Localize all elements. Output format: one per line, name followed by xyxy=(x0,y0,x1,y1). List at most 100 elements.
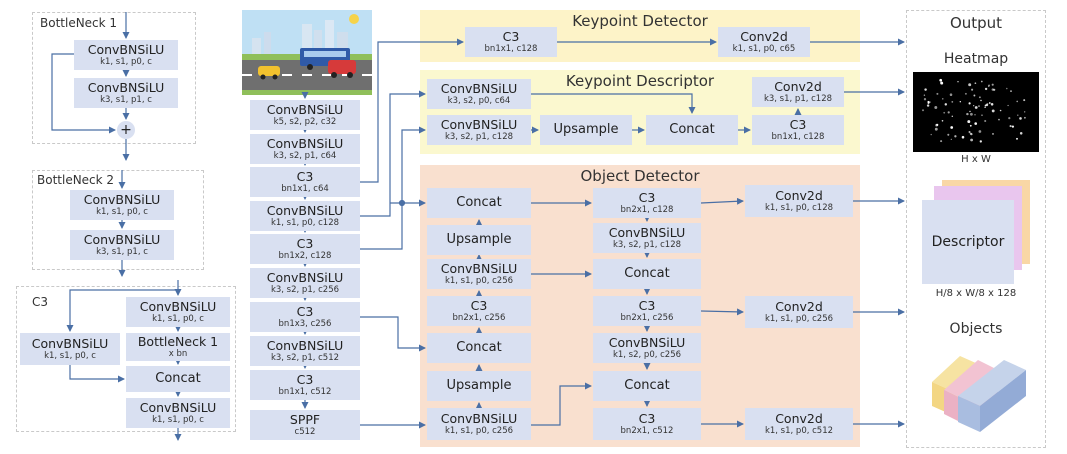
bottleneck2-conv2-params: k3, s1, p1, c xyxy=(96,247,148,257)
od-head-2-title: Conv2d xyxy=(775,299,823,314)
arrow-55 xyxy=(700,308,744,316)
heatmap-point xyxy=(934,106,938,109)
kp-desc-upsample: Upsample xyxy=(540,115,632,145)
heatmap-point xyxy=(984,106,986,108)
backbone-c3-1-params: bn1x1, c64 xyxy=(281,184,329,194)
heatmap-point xyxy=(1007,104,1009,107)
heatmap-point xyxy=(1011,125,1015,128)
heatmap-point xyxy=(939,78,943,82)
kp-desc-conv2d-title: Conv2d xyxy=(774,79,822,94)
heatmap-point xyxy=(987,103,989,105)
heatmap-point xyxy=(1017,114,1019,116)
kp-desc-conv1-title: ConvBNSiLU xyxy=(440,81,518,96)
bottleneck1-conv1-params: k1, s1, p0, c xyxy=(100,57,152,67)
heatmap-point xyxy=(1024,116,1026,119)
heatmap-point xyxy=(954,135,957,138)
od-head-3-params: k1, s1, p0, c512 xyxy=(764,426,834,436)
od-upsample-1-title: Upsample xyxy=(446,232,512,247)
heatmap-point xyxy=(969,112,973,116)
heatmap-point xyxy=(969,110,971,113)
bottleneck1-title: BottleNeck 1 xyxy=(40,16,118,30)
bottleneck1-conv1-title: ConvBNSiLU xyxy=(87,42,165,57)
arrow-14 xyxy=(69,365,125,383)
kp-det-c3-title: C3 xyxy=(502,29,520,44)
od-concat-1-title: Concat xyxy=(456,195,502,210)
backbone-c3-3-params: bn1x3, c256 xyxy=(278,319,332,329)
heatmap-point xyxy=(973,94,976,97)
heatmap-point xyxy=(968,102,971,105)
heatmap-point xyxy=(969,132,972,135)
backbone-conv4-params: k3, s2, p1, c256 xyxy=(270,285,340,295)
kp-desc-conv1-params: k3, s2, p0, c64 xyxy=(447,96,511,106)
heatmap-point xyxy=(974,106,978,109)
descriptor-size: H/8 x W/8 x 128 xyxy=(935,288,1017,299)
heatmap-point xyxy=(923,98,927,101)
heatmap-point xyxy=(934,127,938,131)
heatmap-point xyxy=(999,109,1002,112)
arrow-25 xyxy=(360,38,464,183)
c3-concat-title: Concat xyxy=(155,371,201,386)
heatmap-point xyxy=(961,135,965,139)
od-upsample-2: Upsample xyxy=(427,371,531,401)
arrow-27 xyxy=(360,126,426,250)
heatmap-point xyxy=(1006,87,1008,90)
backbone-c3-3-title: C3 xyxy=(296,304,314,319)
kp-det-conv2d-title: Conv2d xyxy=(740,29,788,44)
heatmap-point xyxy=(980,80,983,83)
c3-panel xyxy=(16,286,236,432)
descriptor-label: Descriptor xyxy=(931,234,1005,250)
heatmap-point xyxy=(959,101,961,103)
kp-desc-c3-title: C3 xyxy=(789,117,807,132)
backbone-conv3-params: k1, s1, p0, c128 xyxy=(270,218,340,228)
od-concat-a: Concat xyxy=(593,259,701,289)
od-head-3-title: Conv2d xyxy=(775,411,823,426)
heatmap-point xyxy=(988,85,990,87)
kp-desc-concat: Concat xyxy=(646,115,738,145)
heatmap-point xyxy=(984,87,988,91)
arrow-54 xyxy=(700,197,744,205)
kp-det-conv2d-params: k1, s1, p0, c65 xyxy=(732,44,796,54)
od-conv-b-params: k1, s2, p0, c256 xyxy=(612,350,682,360)
heatmap-point xyxy=(980,99,982,102)
od-conv-a-params: k3, s2, p1, c128 xyxy=(612,240,682,250)
heatmap-point xyxy=(1009,125,1012,128)
heatmap-point xyxy=(949,93,953,96)
od-head-1-title: Conv2d xyxy=(775,188,823,203)
heatmap-point xyxy=(926,104,930,107)
od-conv-b-title: ConvBNSiLU xyxy=(608,335,686,350)
input-road-image xyxy=(242,10,372,95)
arrow-13 xyxy=(66,289,178,332)
arrow-37 xyxy=(360,316,426,352)
heatmap-point xyxy=(974,122,978,125)
heatmap-point xyxy=(1024,111,1026,113)
od-concat-1: Concat xyxy=(427,188,531,218)
add-symbol: + xyxy=(120,122,132,138)
c3-conv-out-title: ConvBNSiLU xyxy=(139,400,217,415)
kp-desc-conv2-title: ConvBNSiLU xyxy=(440,117,518,132)
arrow-26 xyxy=(360,90,426,217)
heatmap-point xyxy=(943,111,946,114)
heatmap-point xyxy=(936,92,939,95)
kp-det-c3-params: bn1x1, c128 xyxy=(484,44,538,54)
heatmap-point xyxy=(1019,132,1023,135)
od-concat-2-title: Concat xyxy=(456,340,502,355)
heatmap-point xyxy=(998,118,1000,121)
heatmap-point xyxy=(957,81,959,83)
